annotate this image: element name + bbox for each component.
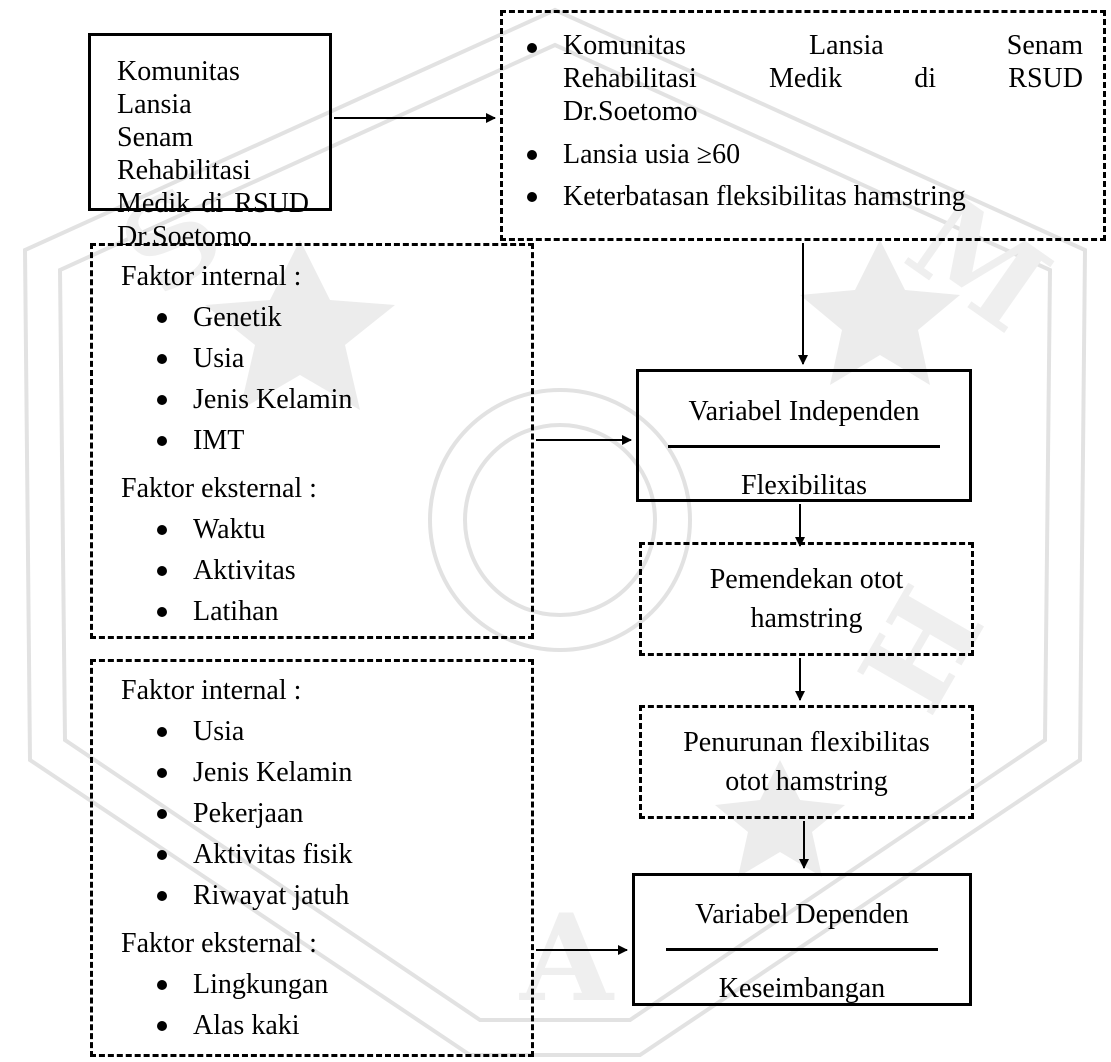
decrease-line: Penurunan flexibilitas — [683, 727, 930, 758]
balance-factors-box: Faktor internal : Usia Jenis Kelamin Pek… — [90, 659, 534, 1057]
external-factor-title: Faktor eksternal : — [121, 928, 317, 959]
independent-variable-title: Variabel Independen — [688, 396, 920, 427]
internal-factor-item: Jenis Kelamin — [147, 752, 531, 793]
independent-variable-box: Variabel Independen Flexibilitas — [636, 369, 972, 502]
flexibility-decrease-box: Penurunan flexibilitas otot hamstring — [639, 705, 974, 819]
internal-factor-item: IMT — [147, 420, 531, 461]
internal-factor-title: Faktor internal : — [121, 261, 302, 292]
external-factor-item: Waktu — [147, 509, 531, 550]
external-factor-title: Faktor eksternal : — [121, 473, 317, 504]
population-line: Medik di RSUD — [117, 188, 309, 219]
divider-line — [668, 445, 940, 448]
divider-line — [666, 948, 938, 951]
internal-factor-item: Genetik — [147, 297, 531, 338]
flexibility-factors-box: Faktor internal : Genetik Usia Jenis Kel… — [90, 243, 534, 639]
population-line: Dr.Soetomo — [117, 221, 252, 252]
external-factor-item: Latihan — [147, 591, 531, 632]
internal-factor-title: Faktor internal : — [121, 675, 302, 706]
criteria-item: Komunitas Lansia Senam Rehabilitasi Medi… — [517, 29, 1083, 128]
external-factor-item: Alas kaki — [147, 1005, 531, 1046]
criteria-box: Komunitas Lansia Senam Rehabilitasi Medi… — [500, 10, 1106, 241]
independent-variable-value: Flexibilitas — [741, 470, 867, 501]
svg-text:A: A — [519, 888, 615, 1029]
population-box: Komunitas Lansia Senam Rehabilitasi Medi… — [88, 33, 332, 252]
shortening-line: hamstring — [750, 603, 863, 634]
dependent-variable-title: Variabel Dependen — [695, 899, 909, 930]
criteria-item: Lansia usia ≥60 — [517, 136, 1083, 174]
external-factor-item: Aktivitas — [147, 550, 531, 591]
internal-factor-item: Riwayat jatuh — [147, 875, 531, 916]
internal-factor-item: Usia — [147, 338, 531, 379]
shortening-box: Pemendekan otot hamstring — [639, 542, 974, 656]
internal-factor-item: Jenis Kelamin — [147, 379, 531, 420]
external-factor-item: Lingkungan — [147, 964, 531, 1005]
shortening-line: Pemendekan otot — [709, 564, 904, 595]
internal-factor-item: Usia — [147, 711, 531, 752]
population-line: Senam Rehabilitasi — [117, 122, 251, 186]
dependent-variable-value: Keseimbangan — [718, 973, 886, 1004]
decrease-line: otot hamstring — [725, 766, 888, 797]
internal-factor-item: Pekerjaan — [147, 793, 531, 834]
internal-factor-item: Aktivitas fisik — [147, 834, 531, 875]
dependent-variable-box: Variabel Dependen Keseimbangan — [632, 873, 972, 1006]
population-line: Komunitas Lansia — [117, 56, 240, 120]
criteria-item: Keterbatasan fleksibilitas hamstring — [517, 178, 1083, 216]
